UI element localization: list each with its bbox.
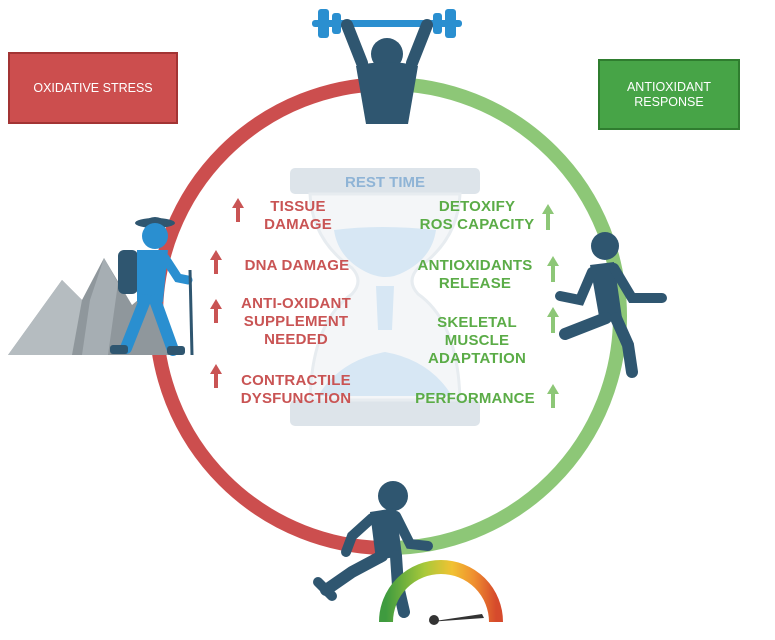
dna-damage-label: DNA DAMAGE [244,257,350,274]
rest-time-label: REST TIME [344,174,425,191]
arrow-up-icon [210,198,244,388]
hiker-icon [110,217,194,356]
skeletal-muscle-adaptation-label: SKELETAL MUSCLE ADAPTATION [427,314,527,367]
weightlifter-icon [312,9,462,124]
sprinter-icon [313,481,433,618]
performance-label: PERFORMANCE [415,390,535,407]
oxidative-stress-label: OXIDATIVE STRESS [33,80,153,95]
tissue-damage-label: TISSUE DAMAGE [264,198,332,233]
hourglass-icon [290,168,480,426]
arrow-up-icon [542,204,559,408]
antioxidant-response-box: ANTIOXIDANT RESPONSE [598,59,740,130]
detoxify-ros-label: DETOXIFY ROS CAPACITY [419,198,535,233]
antioxidant-response-label: ANTIOXIDANT RESPONSE [626,79,712,109]
antioxidants-release-label: ANTIOXIDANTS RELEASE [417,257,533,292]
speedometer-icon [379,560,503,625]
antioxidant-supplement-label: ANTI-OXIDANT SUPPLEMENT NEEDED [241,295,351,348]
oxidative-stress-box: OXIDATIVE STRESS [8,52,178,124]
contractile-dysfunction-label: CONTRACTILE DYSFUNCTION [240,372,352,407]
runner-icon [555,232,667,378]
